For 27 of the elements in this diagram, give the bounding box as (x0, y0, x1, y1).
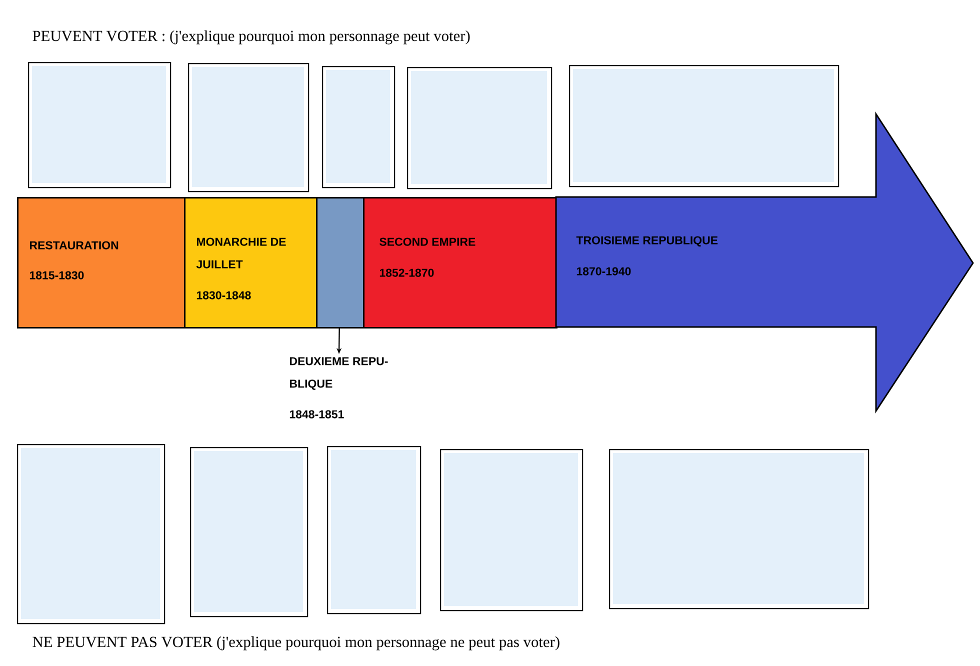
answer-box (28, 62, 172, 188)
timeline-segment (363, 197, 558, 328)
answer-box (322, 66, 396, 188)
timeline-arrow-segment (555, 111, 974, 414)
answer-box (190, 447, 308, 618)
timeline-segment (316, 197, 364, 328)
date-range: 1830-1848 (196, 291, 251, 300)
date-range: 1852-1870 (380, 268, 434, 277)
period-name: RESTAURATION (30, 241, 118, 250)
answer-box (327, 446, 422, 614)
date-range: 1870-1940 (576, 267, 631, 276)
section-heading: PEUVENT VOTER : (j'explique pourquoi mon personnage peut voter) (32, 30, 470, 44)
period-name: MONARCHIE DE JUILLET (196, 238, 286, 268)
period-name: TROISIEME REPUBLIQUE (576, 236, 718, 246)
date-range: 1848-1851 (290, 410, 344, 418)
answer-box (188, 63, 310, 192)
answer-box (609, 449, 870, 610)
answer-box (407, 67, 552, 190)
period-name: DEUXIEME REPU- BLIQUE (290, 357, 388, 390)
timeline-segment (17, 197, 186, 328)
timeline-segment (184, 197, 318, 328)
date-range: 1815-1830 (30, 271, 84, 280)
period-name: SECOND EMPIRE (380, 238, 476, 246)
answer-box (440, 449, 584, 612)
answer-box (17, 444, 166, 624)
section-heading: NE PEUVENT PAS VOTER (j'explique pourquoi mon personnage ne peut pas voter) (32, 636, 560, 650)
answer-box (569, 65, 840, 188)
